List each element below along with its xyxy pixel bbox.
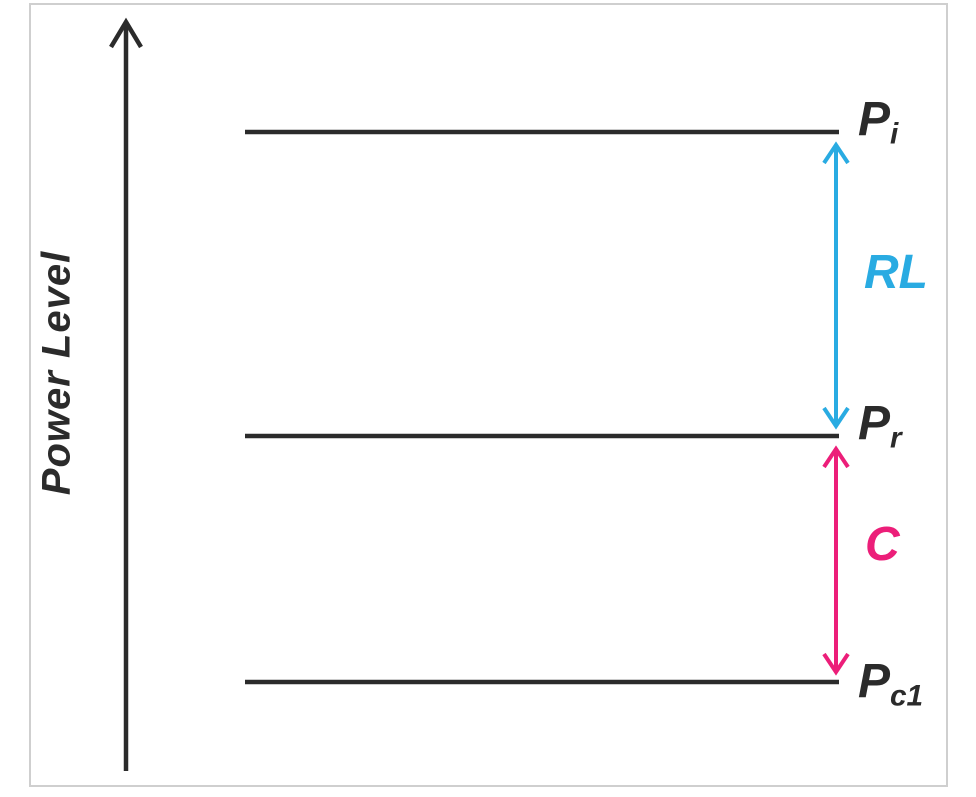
label-incident-power-base: P	[858, 93, 891, 146]
return-loss-arrowhead-up-icon	[822, 141, 850, 165]
coupling-arrow	[822, 445, 850, 676]
y-axis-label: Power Level	[34, 250, 79, 496]
coupling-arrowhead-up-icon	[822, 445, 850, 469]
coupling-arrowhead-down-icon	[822, 652, 850, 676]
y-axis-arrowhead-icon	[109, 17, 143, 49]
level-lines	[245, 129, 839, 685]
label-return-loss: RL	[864, 246, 928, 299]
label-coupled-power-base: P	[858, 655, 891, 708]
label-reflected-power-subscript: r	[890, 421, 902, 455]
label-reflected-power: Pr	[858, 397, 902, 453]
label-coupled-power: Pc1	[858, 655, 923, 711]
y-axis-arrow	[109, 17, 143, 771]
label-reflected-power-base: P	[858, 397, 891, 450]
label-incident-power-subscript: i	[890, 117, 899, 151]
return-loss-arrow	[822, 141, 850, 430]
label-coupled-power-subscript: c1	[890, 679, 924, 713]
return-loss-arrowhead-down-icon	[822, 406, 850, 430]
label-incident-power: Pi	[858, 93, 898, 149]
label-coupling: C	[865, 518, 900, 571]
